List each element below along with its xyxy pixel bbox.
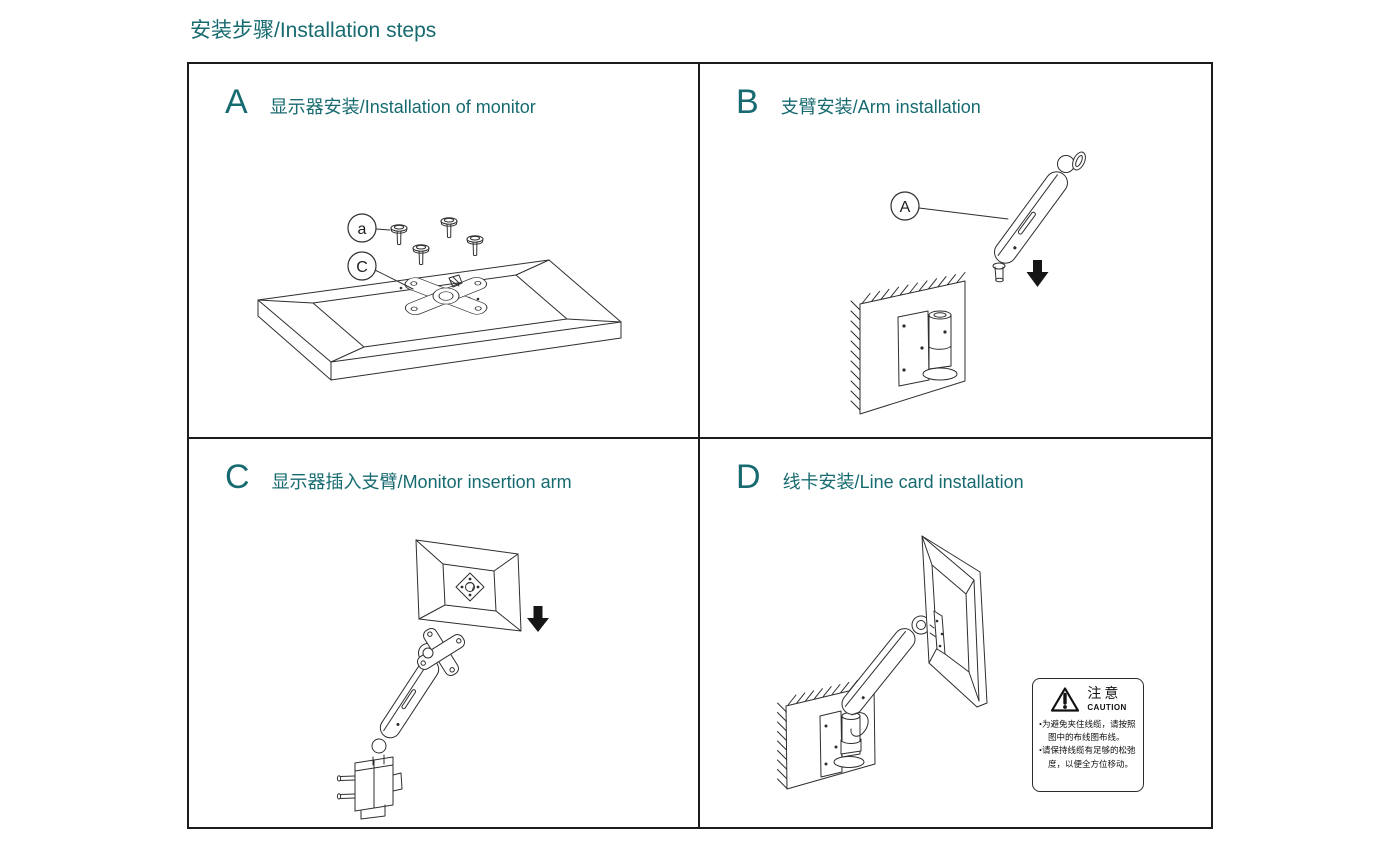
caution-box: 注意 CAUTION •为避免夹住线缆，请按照图中的布线图布线。 •请保持线缆有… (1032, 678, 1144, 792)
panel-a-header: A 显示器安装/Installation of monitor (225, 83, 536, 121)
screw-icon (390, 224, 408, 246)
panel-b-header: B 支臂安装/Arm installation (736, 83, 981, 121)
panel-d-title: 线卡安装/Line card installation (782, 472, 1024, 492)
wall-mount-base (897, 310, 958, 387)
panel-b-title: 支臂安装/Arm installation (780, 97, 981, 117)
page-title: 安装步骤/Installation steps (190, 19, 437, 42)
monitor-arm (992, 151, 1086, 283)
arrow-down-icon (1026, 260, 1049, 287)
screw-icon (412, 244, 430, 266)
screw-icon (466, 235, 484, 257)
panel-b-illustration-arm-to-wall: A (850, 151, 1086, 415)
panel-c-title: 显示器插入支臂/Monitor insertion arm (271, 472, 572, 492)
panel-c-header: C 显示器插入支臂/Monitor insertion arm (225, 458, 572, 496)
installation-steps-grid: A 显示器安装/Installation of monitor (187, 62, 1213, 829)
caution-item: •请保持线缆有足够的松弛度，以便全方位移动。 (1039, 745, 1136, 769)
panel-a-title: 显示器安装/Installation of monitor (269, 97, 536, 117)
caution-header: 注意 CAUTION (1039, 686, 1138, 713)
wall (850, 272, 966, 415)
panel-a-letter: A (225, 83, 248, 121)
monitor-arm (841, 615, 931, 737)
monitor-back (921, 535, 988, 708)
panel-a: A 显示器安装/Installation of monitor (189, 64, 700, 439)
panel-c: C 显示器插入支臂/Monitor insertion arm (189, 439, 700, 827)
panel-b-letter: B (736, 83, 759, 121)
caution-items: •为避免夹住线缆，请按照图中的布线图布线。 •请保持线缆有足够的松弛度，以便全方… (1039, 718, 1138, 771)
warning-icon (1051, 687, 1080, 712)
callout-arm-label: A (900, 199, 911, 216)
caution-item: •为避免夹住线缆，请按照图中的布线图布线。 (1039, 719, 1136, 743)
panel-d: D 线卡安装/Line card installation (700, 439, 1211, 827)
panel-d-header: D 线卡安装/Line card installation (736, 458, 1024, 496)
panel-a-illustration-monitor-back: a C (257, 213, 622, 381)
monitor-back (415, 539, 522, 632)
wall-mount-base (819, 710, 865, 778)
callout-c: C (347, 251, 414, 290)
vesa-plate (404, 274, 488, 315)
panel-d-letter: D (736, 458, 761, 496)
panel-b: B 支臂安装/Arm installation (700, 64, 1211, 439)
callout-a: a (347, 213, 391, 243)
callout-arm: A (890, 191, 1009, 221)
panel-c-illustration-monitor-into-arm (336, 539, 549, 820)
arm-assembly (336, 628, 465, 820)
screw-icon (440, 217, 458, 239)
arrow-down-icon (527, 606, 549, 632)
panel-c-letter: C (225, 458, 250, 496)
callout-a-label: a (358, 221, 367, 238)
panel-d-illustration-assembled (777, 535, 988, 790)
callout-c-label: C (356, 259, 368, 276)
caution-title-cn: 注意 (1087, 687, 1122, 703)
caution-title-en: CAUTION (1087, 702, 1127, 712)
